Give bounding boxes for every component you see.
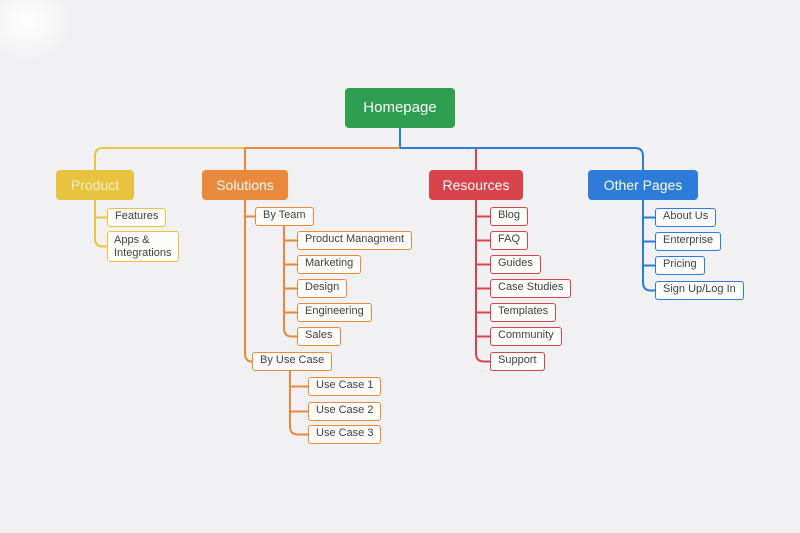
edge-resources-main: [475, 200, 490, 363]
node-case-studies[interactable]: Case Studies: [490, 279, 572, 298]
node-product-managment[interactable]: Product Managment: [297, 231, 413, 250]
node-pricing[interactable]: Pricing: [655, 256, 705, 275]
edge-product-children: [94, 200, 107, 248]
node-by-use-case[interactable]: By Use Case: [252, 352, 333, 371]
branch-other-pages-node[interactable]: Other Pages: [588, 170, 698, 200]
branch-solutions-node[interactable]: Solutions: [202, 170, 288, 200]
node-use-case-2[interactable]: Use Case 2: [308, 402, 382, 421]
branch-resources-node[interactable]: Resources: [429, 170, 523, 200]
node-blog[interactable]: Blog: [490, 207, 529, 226]
node-marketing[interactable]: Marketing: [297, 255, 362, 274]
node-community[interactable]: Community: [490, 327, 562, 346]
node-enterprise[interactable]: Enterprise: [655, 232, 722, 251]
edge-byteam-main: [283, 226, 297, 338]
node-sign-up-log-in[interactable]: Sign Up/Log In: [655, 281, 744, 300]
node-features[interactable]: Features: [107, 208, 167, 227]
edge-byusecase-main: [289, 371, 308, 436]
edge-solutions-main: [244, 200, 253, 363]
node-guides[interactable]: Guides: [490, 255, 541, 274]
branch-product-node[interactable]: Product: [56, 170, 134, 200]
node-apps-integrations[interactable]: Apps & Integrations: [107, 231, 179, 262]
node-by-team[interactable]: By Team: [255, 207, 314, 226]
node-design[interactable]: Design: [297, 279, 348, 298]
homepage-node[interactable]: Homepage: [345, 88, 455, 128]
node-sales[interactable]: Sales: [297, 327, 341, 346]
node-use-case-3[interactable]: Use Case 3: [308, 425, 382, 444]
node-support[interactable]: Support: [490, 352, 545, 371]
node-use-case-1[interactable]: Use Case 1: [308, 377, 382, 396]
node-about-us[interactable]: About Us: [655, 208, 717, 227]
edge-trunk-other: [400, 147, 644, 170]
node-faq[interactable]: FAQ: [490, 231, 529, 250]
edge-trunk-product: [94, 147, 245, 170]
node-templates[interactable]: Templates: [490, 303, 557, 322]
node-engineering[interactable]: Engineering: [297, 303, 372, 322]
edge-other-main: [642, 200, 655, 292]
